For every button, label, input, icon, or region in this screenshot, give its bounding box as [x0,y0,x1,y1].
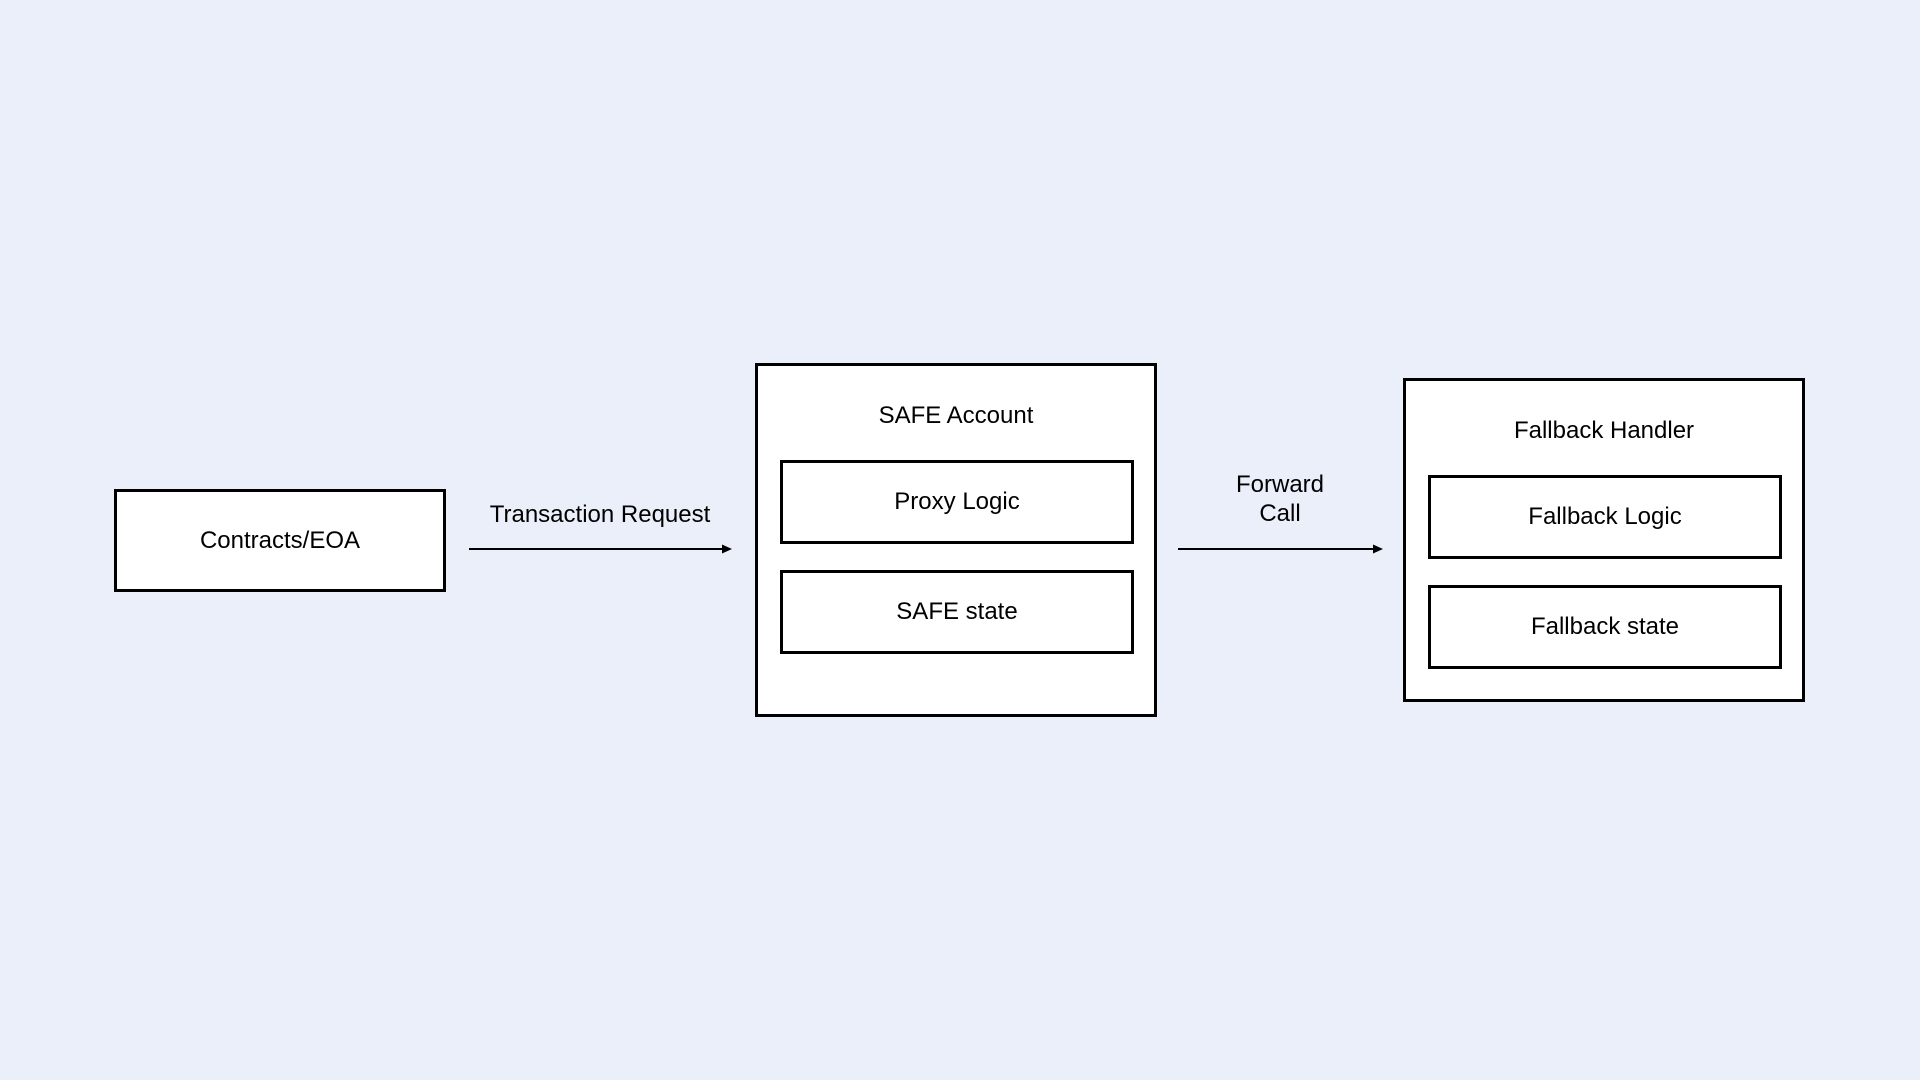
fallback-logic-box: Fallback Logic [1428,475,1782,559]
safe-state-box: SAFE state [780,570,1134,654]
contracts-eoa-node: Contracts/EOA [114,489,446,592]
forward-call-label: Forward Call [1180,470,1380,528]
safe-state-label: SAFE state [896,598,1018,625]
fallback-state-box: Fallback state [1428,585,1782,669]
forward-call-line-2: Call [1259,500,1301,527]
contracts-eoa-label: Contracts/EOA [199,526,361,554]
fallback-handler-node: Fallback Handler Fallback Logic Fallback… [1403,378,1805,702]
safe-account-title: SAFE Account [878,402,1034,429]
fallback-state-label: Fallback state [1530,613,1680,640]
transaction-request-arrow [469,544,732,554]
fallback-logic-label: Fallback Logic [1528,503,1682,530]
fallback-handler-title: Fallback Handler [1513,417,1695,444]
transaction-request-label: Transaction Request [489,501,711,528]
forward-call-arrow [1178,544,1383,554]
safe-account-node: SAFE Account Proxy Logic SAFE state [755,363,1157,717]
proxy-logic-label: Proxy Logic [894,488,1020,515]
proxy-logic-box: Proxy Logic [780,460,1134,544]
forward-call-line-1: Forward [1235,471,1325,498]
